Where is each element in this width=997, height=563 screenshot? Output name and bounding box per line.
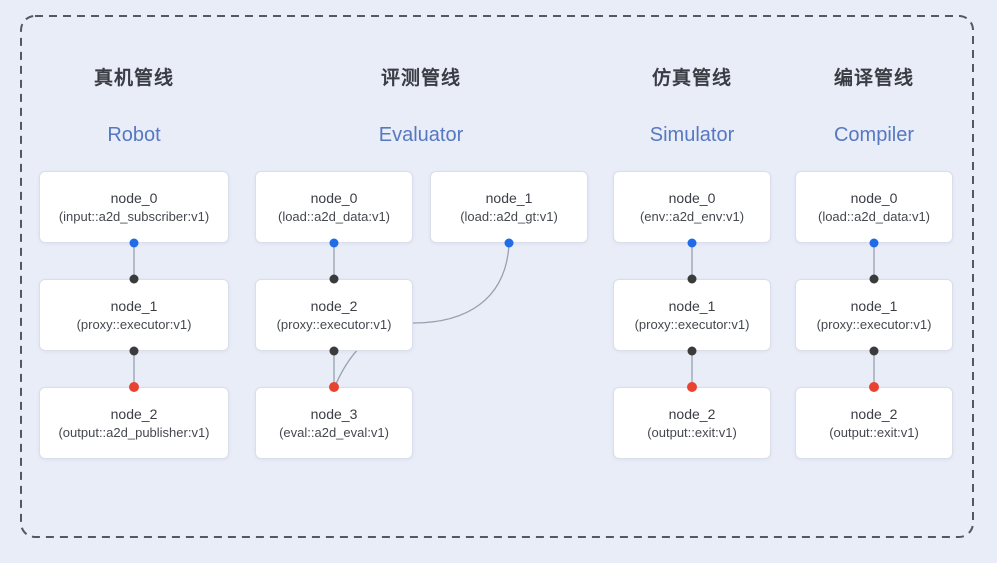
node-type: (env::a2d_env:v1) <box>639 209 745 224</box>
node-box-compiler-node0: node_0 (load::a2d_data:v1) <box>795 171 953 243</box>
pipeline-title-cn-simulator: 仿真管线 <box>651 68 733 89</box>
node-name: node_0 <box>850 190 898 206</box>
pipeline-title-cn-robot: 真机管线 <box>93 68 175 89</box>
dashed-frame <box>20 15 974 538</box>
node-type: (eval::a2d_eval:v1) <box>279 425 389 440</box>
node-type: (output::exit:v1) <box>829 425 919 440</box>
node-name: node_1 <box>850 298 898 314</box>
node-name: node_1 <box>110 298 158 314</box>
node-type: (proxy::executor:v1) <box>76 317 192 332</box>
node-box-compiler-node1: node_1 (proxy::executor:v1) <box>795 279 953 351</box>
node-box-robot-node0: node_0 (input::a2d_subscriber:v1) <box>39 171 229 243</box>
node-type: (output::exit:v1) <box>647 425 737 440</box>
node-box-simulator-node0: node_0 (env::a2d_env:v1) <box>613 171 771 243</box>
pipeline-title-cn-evaluator: 评测管线 <box>380 68 462 89</box>
node-type: (output::a2d_publisher:v1) <box>58 425 210 440</box>
node-name: node_0 <box>668 190 716 206</box>
node-box-evaluator-node0: node_0 (load::a2d_data:v1) <box>255 171 413 243</box>
node-box-evaluator-node2: node_2 (proxy::executor:v1) <box>255 279 413 351</box>
node-name: node_0 <box>110 190 158 206</box>
pipeline-title-en-robot: Robot <box>107 124 161 146</box>
pipeline-title-cn-compiler: 编译管线 <box>833 68 915 89</box>
node-name: node_2 <box>850 406 898 422</box>
node-type: (proxy::executor:v1) <box>276 317 392 332</box>
edge-evaluator-n1-n3-curve <box>335 243 510 385</box>
node-box-compiler-node2: node_2 (output::exit:v1) <box>795 387 953 459</box>
node-name: node_2 <box>668 406 716 422</box>
pipeline-title-en-simulator: Simulator <box>649 124 735 146</box>
node-name: node_1 <box>668 298 716 314</box>
node-type: (load::a2d_gt:v1) <box>460 209 558 224</box>
node-name: node_1 <box>485 190 533 206</box>
node-box-robot-node2: node_2 (output::a2d_publisher:v1) <box>39 387 229 459</box>
node-box-simulator-node1: node_1 (proxy::executor:v1) <box>613 279 771 351</box>
node-type: (proxy::executor:v1) <box>634 317 750 332</box>
pipeline-title-en-compiler: Compiler <box>833 124 915 146</box>
node-box-evaluator-node3: node_3 (eval::a2d_eval:v1) <box>255 387 413 459</box>
node-name: node_2 <box>310 298 358 314</box>
node-box-simulator-node2: node_2 (output::exit:v1) <box>613 387 771 459</box>
node-type: (proxy::executor:v1) <box>816 317 932 332</box>
node-box-evaluator-node1: node_1 (load::a2d_gt:v1) <box>430 171 588 243</box>
pipeline-title-en-evaluator: Evaluator <box>378 124 464 146</box>
node-box-robot-node1: node_1 (proxy::executor:v1) <box>39 279 229 351</box>
node-type: (load::a2d_data:v1) <box>817 209 931 224</box>
node-name: node_3 <box>310 406 358 422</box>
node-type: (input::a2d_subscriber:v1) <box>58 209 210 224</box>
node-name: node_0 <box>310 190 358 206</box>
node-type: (load::a2d_data:v1) <box>277 209 391 224</box>
node-name: node_2 <box>110 406 158 422</box>
